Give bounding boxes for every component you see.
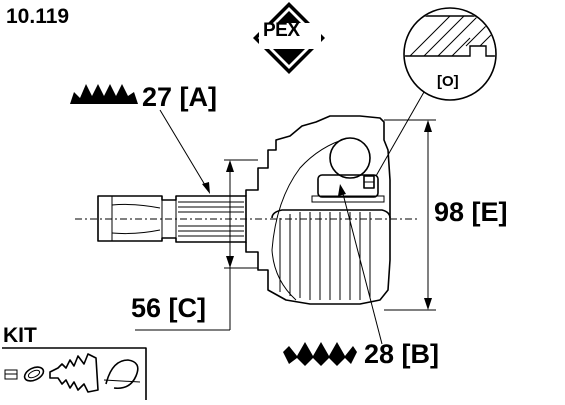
kit-band-icon bbox=[103, 359, 141, 390]
joint-body bbox=[245, 115, 391, 305]
brand-name: PEX bbox=[263, 20, 300, 41]
detail-circle bbox=[403, 7, 497, 101]
spline-b-icon bbox=[283, 342, 357, 366]
kit-label: KIT bbox=[3, 324, 37, 347]
kit-clip-icon bbox=[4, 369, 18, 380]
dimension-lines bbox=[135, 91, 436, 345]
dimension-b-label: 28 [B] bbox=[364, 339, 440, 369]
pex-logo-icon bbox=[253, 2, 325, 74]
detail-label: [O] bbox=[437, 73, 459, 90]
part-number: 10.119 bbox=[6, 5, 70, 28]
kit-box bbox=[2, 347, 147, 400]
spline-a-icon bbox=[70, 84, 138, 104]
dimension-a-label: 27 [A] bbox=[142, 82, 218, 112]
kit-ring-icon bbox=[23, 366, 45, 382]
dimension-e-label: 98 [E] bbox=[434, 197, 508, 227]
dimension-c-label: 56 [C] bbox=[131, 293, 207, 323]
kit-boot-icon bbox=[49, 353, 99, 393]
